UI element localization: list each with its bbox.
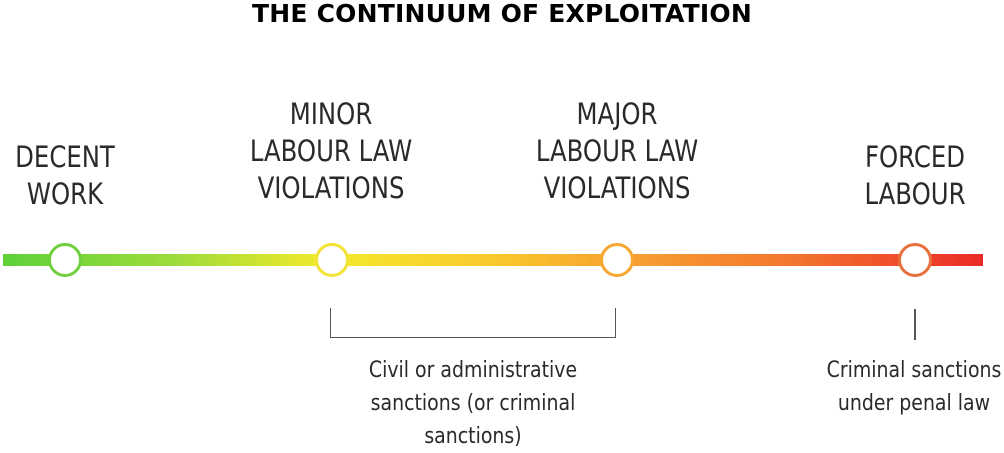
criminal-sanctions-text: Criminal sanctions under penal law (785, 354, 1004, 420)
stage-label-line: LABOUR LAW (249, 134, 413, 168)
stage-node-major-violations (600, 243, 634, 277)
stage-label-line: WORK (26, 177, 104, 211)
diagram-title: THE CONTINUUM OF EXPLOITATION (252, 0, 752, 28)
stage-node-forced-labour (898, 243, 932, 277)
civil-sanctions-bracket (330, 308, 616, 338)
stage-label-line: DECENT (15, 140, 115, 174)
civil-sanctions-text: Civil or administrative sanctions (or cr… (344, 354, 602, 453)
stage-label-line: MINOR (289, 97, 373, 131)
sanction-line: sanctions (or criminal (370, 391, 576, 416)
stage-node-minor-violations (315, 243, 349, 277)
stage-label-line: VIOLATIONS (257, 171, 405, 205)
stage-label-minor-violations: MINOR LABOUR LAW VIOLATIONS (243, 96, 419, 207)
stage-label-major-violations: MAJOR LABOUR LAW VIOLATIONS (529, 96, 705, 207)
stage-label-decent-work: DECENT WORK (0, 139, 153, 213)
criminal-sanctions-tick (914, 309, 916, 340)
sanction-line: Criminal sanctions (826, 358, 1002, 383)
continuum-gradient-bar (3, 254, 983, 266)
sanction-line: under penal law (837, 391, 991, 416)
stage-label-line: FORCED (864, 140, 966, 174)
stage-label-line: VIOLATIONS (543, 171, 691, 205)
stage-label-line: LABOUR LAW (535, 134, 699, 168)
sanction-line: Civil or administrative (368, 358, 578, 383)
stage-label-line: LABOUR (864, 177, 966, 211)
stage-label-forced-labour: FORCED LABOUR (827, 139, 1003, 213)
stage-label-line: MAJOR (576, 97, 658, 131)
stage-node-decent-work (48, 243, 82, 277)
sanction-line: sanctions) (424, 424, 522, 449)
